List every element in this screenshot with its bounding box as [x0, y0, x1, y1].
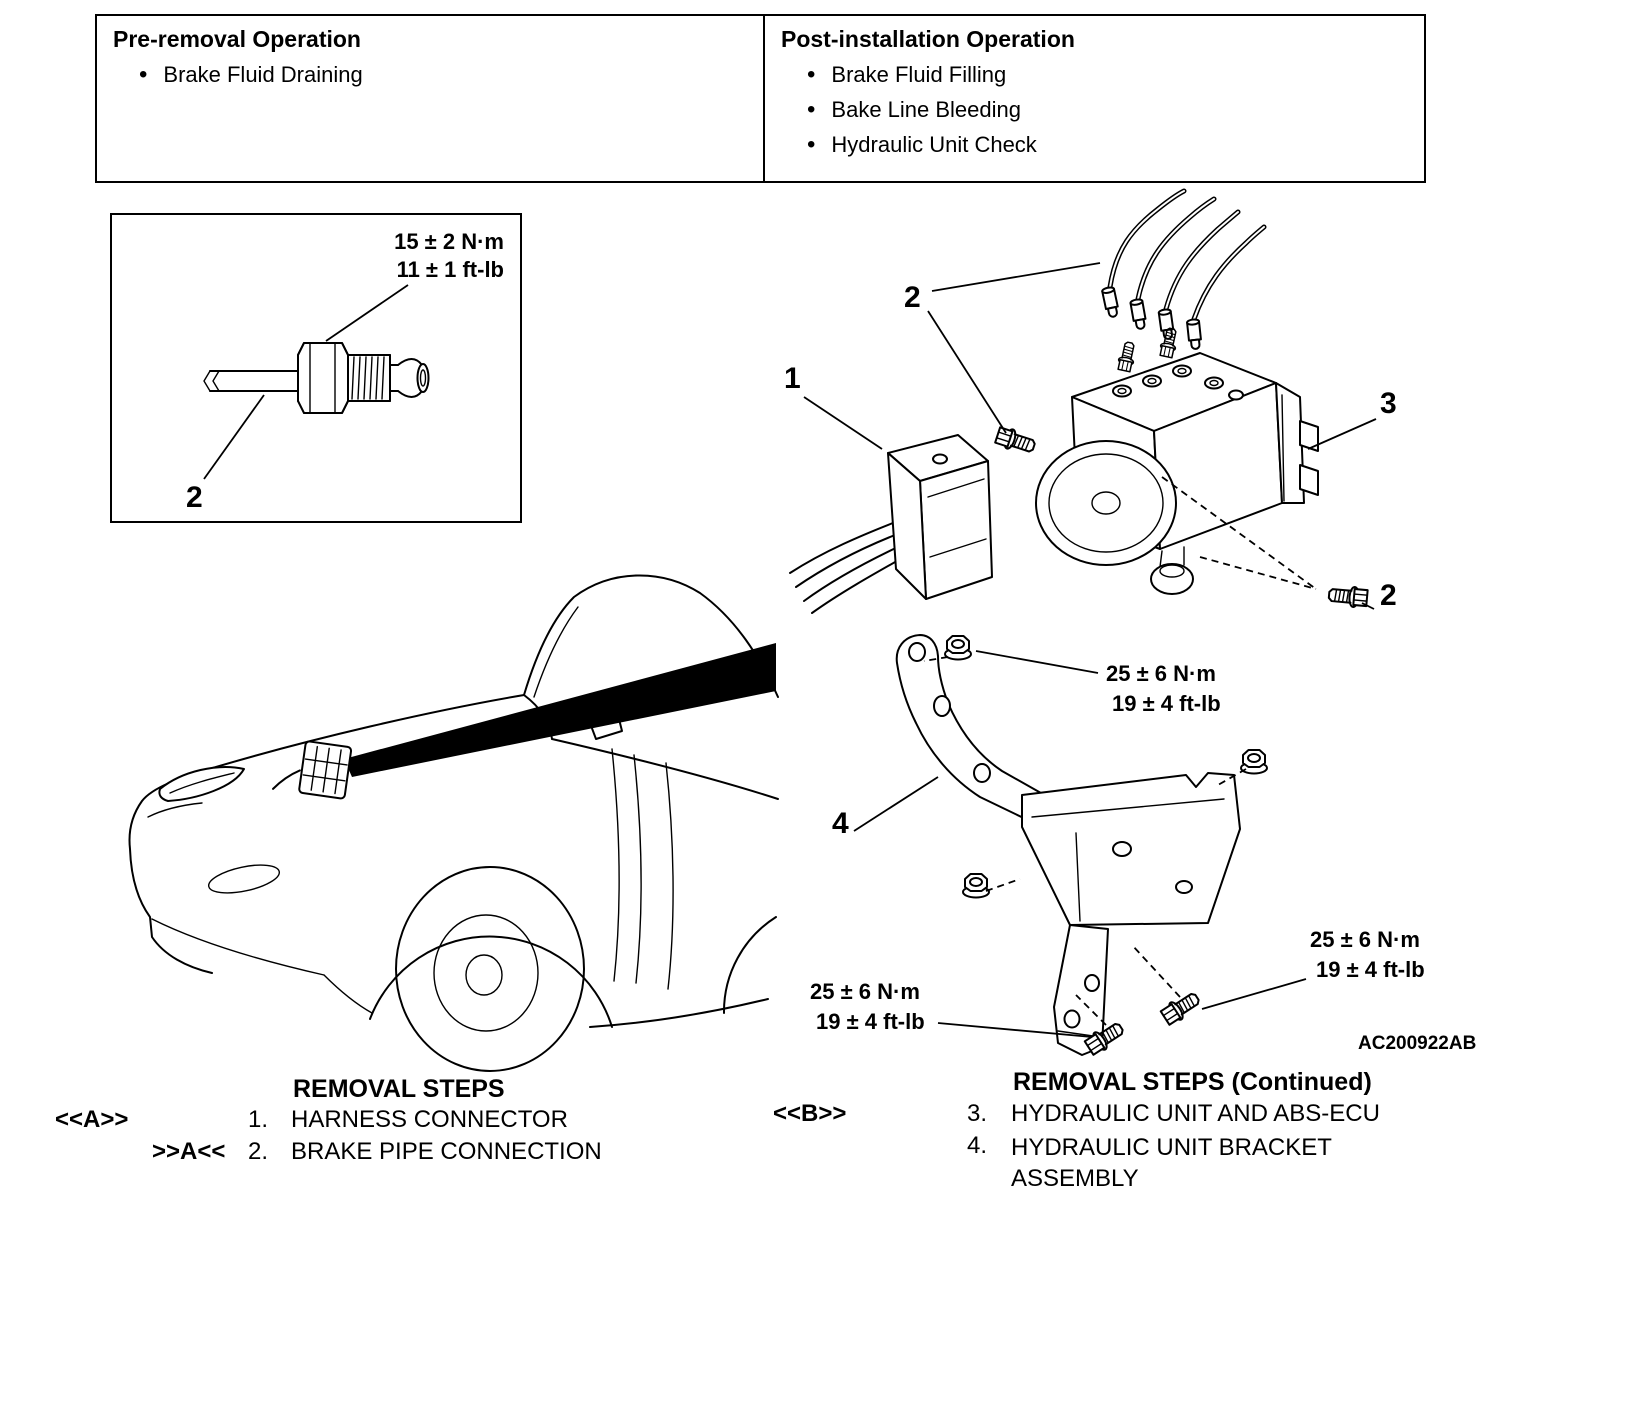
- flange-nut-drawing: [962, 873, 990, 899]
- callout-4-bracket: 4: [832, 807, 849, 840]
- leader-line: [975, 650, 1099, 674]
- leader-line: [853, 776, 939, 832]
- callout-2-bolt: 2: [1380, 579, 1397, 612]
- torque-ftlb: 19 ± 4 ft-lb: [816, 1009, 925, 1034]
- step-label: HYDRAULIC UNIT AND ABS-ECU: [1011, 1100, 1380, 1127]
- flare-nut-inset-box: 15 ± 2 N·m 11 ± 1 ft-lb: [110, 213, 522, 523]
- brake-pipes-drawing: [1100, 188, 1267, 351]
- torque-nm: 25 ± 6 N·m: [1106, 661, 1216, 686]
- pre-removal-cell: Pre-removal Operation Brake Fluid Draini…: [97, 16, 765, 181]
- hydraulic-unit-drawing: [1035, 326, 1319, 595]
- dashed-leader: [923, 656, 949, 662]
- harness-connector-drawing: [789, 434, 993, 614]
- leader-line: [803, 396, 883, 450]
- brake-pipe-fitting: [203, 342, 430, 414]
- step-marker: <<B>>: [773, 1100, 847, 1127]
- dashed-leader: [985, 878, 1021, 892]
- car-illustration: [128, 574, 779, 1072]
- callout-2-pipes: 2: [904, 281, 921, 314]
- connector-location-drawing: [272, 740, 353, 800]
- removal-steps-title: REMOVAL STEPS: [293, 1075, 505, 1103]
- pre-removal-item: Brake Fluid Draining: [163, 62, 363, 87]
- post-installation-item: Hydraulic Unit Check: [831, 132, 1037, 157]
- leader-line: [1307, 418, 1377, 450]
- bullet-icon: [807, 131, 831, 159]
- bracket-drawing: [895, 634, 1241, 1056]
- step-marker: <<A>>: [55, 1106, 129, 1133]
- leader-line: [927, 310, 1007, 434]
- post-installation-title: Post-installation Operation: [781, 26, 1075, 52]
- inset-callout-2: 2: [186, 481, 203, 514]
- post-installation-item: Brake Fluid Filling: [831, 62, 1007, 87]
- leader-line: [325, 284, 409, 342]
- torque-ftlb: 19 ± 4 ft-lb: [1112, 691, 1221, 716]
- inset-torque-nm: 15 ± 2 N·m: [394, 229, 504, 254]
- list-item: Brake Fluid Draining: [139, 61, 747, 89]
- torque-nm: 25 ± 6 N·m: [1310, 927, 1420, 952]
- dashed-leader: [1217, 768, 1247, 786]
- leader-line: [937, 1022, 1093, 1038]
- post-installation-item: Bake Line Bleeding: [831, 97, 1021, 122]
- step-label: BRAKE PIPE CONNECTION: [291, 1138, 602, 1165]
- step-number: 2.: [248, 1138, 269, 1165]
- list-item: Bake Line Bleeding: [807, 96, 1408, 124]
- step-number: 1.: [248, 1106, 269, 1133]
- pointer-wedge: [344, 643, 776, 777]
- leader-line: [203, 394, 265, 480]
- list-item: Brake Fluid Filling: [807, 61, 1408, 89]
- bullet-icon: [139, 61, 163, 89]
- list-item: Hydraulic Unit Check: [807, 131, 1408, 159]
- post-installation-cell: Post-installation Operation Brake Fluid …: [765, 16, 1424, 181]
- flange-nut-drawing: [944, 635, 972, 661]
- torque-nm: 25 ± 6 N·m: [810, 979, 920, 1004]
- dashed-leader: [1161, 476, 1317, 590]
- flare-nut-drawing: 15 ± 2 N·m 11 ± 1 ft-lb: [186, 229, 504, 514]
- bullet-icon: [807, 96, 831, 124]
- step-marker: >>A<<: [152, 1138, 226, 1165]
- pipe-bolt-drawing: [1327, 583, 1369, 610]
- step-label: HARNESS CONNECTOR: [291, 1106, 568, 1133]
- leader-line: [931, 262, 1101, 292]
- leader-line: [1201, 978, 1307, 1010]
- operations-table: Pre-removal Operation Brake Fluid Draini…: [95, 14, 1426, 183]
- callout-3-unit: 3: [1380, 387, 1397, 420]
- bullet-icon: [807, 61, 831, 89]
- pipe-bolt-drawing: [993, 424, 1038, 458]
- pre-removal-title: Pre-removal Operation: [113, 26, 361, 52]
- front-wheel: [369, 866, 613, 1072]
- step-label: HYDRAULIC UNIT BRACKET ASSEMBLY: [1011, 1134, 1332, 1192]
- bracket-bolt-drawing: [1158, 987, 1204, 1028]
- dashed-leader: [1199, 556, 1317, 590]
- leader-line: [1361, 602, 1375, 610]
- step-number: 3.: [967, 1100, 988, 1127]
- figure-code: AC200922AB: [1358, 1033, 1476, 1054]
- step-number: 4.: [967, 1132, 988, 1159]
- callout-1-harness: 1: [784, 362, 801, 395]
- dashed-leader: [1131, 944, 1181, 998]
- inset-torque-ftlb: 11 ± 1 ft-lb: [397, 257, 504, 282]
- exploded-view-drawing: 1 2 3 2 4 25 ± 6 N·m 19 ± 4 ft-lb 25 ± 6…: [784, 188, 1476, 1058]
- torque-ftlb: 19 ± 4 ft-lb: [1316, 957, 1425, 982]
- removal-steps-continued-title: REMOVAL STEPS (Continued): [1013, 1068, 1372, 1096]
